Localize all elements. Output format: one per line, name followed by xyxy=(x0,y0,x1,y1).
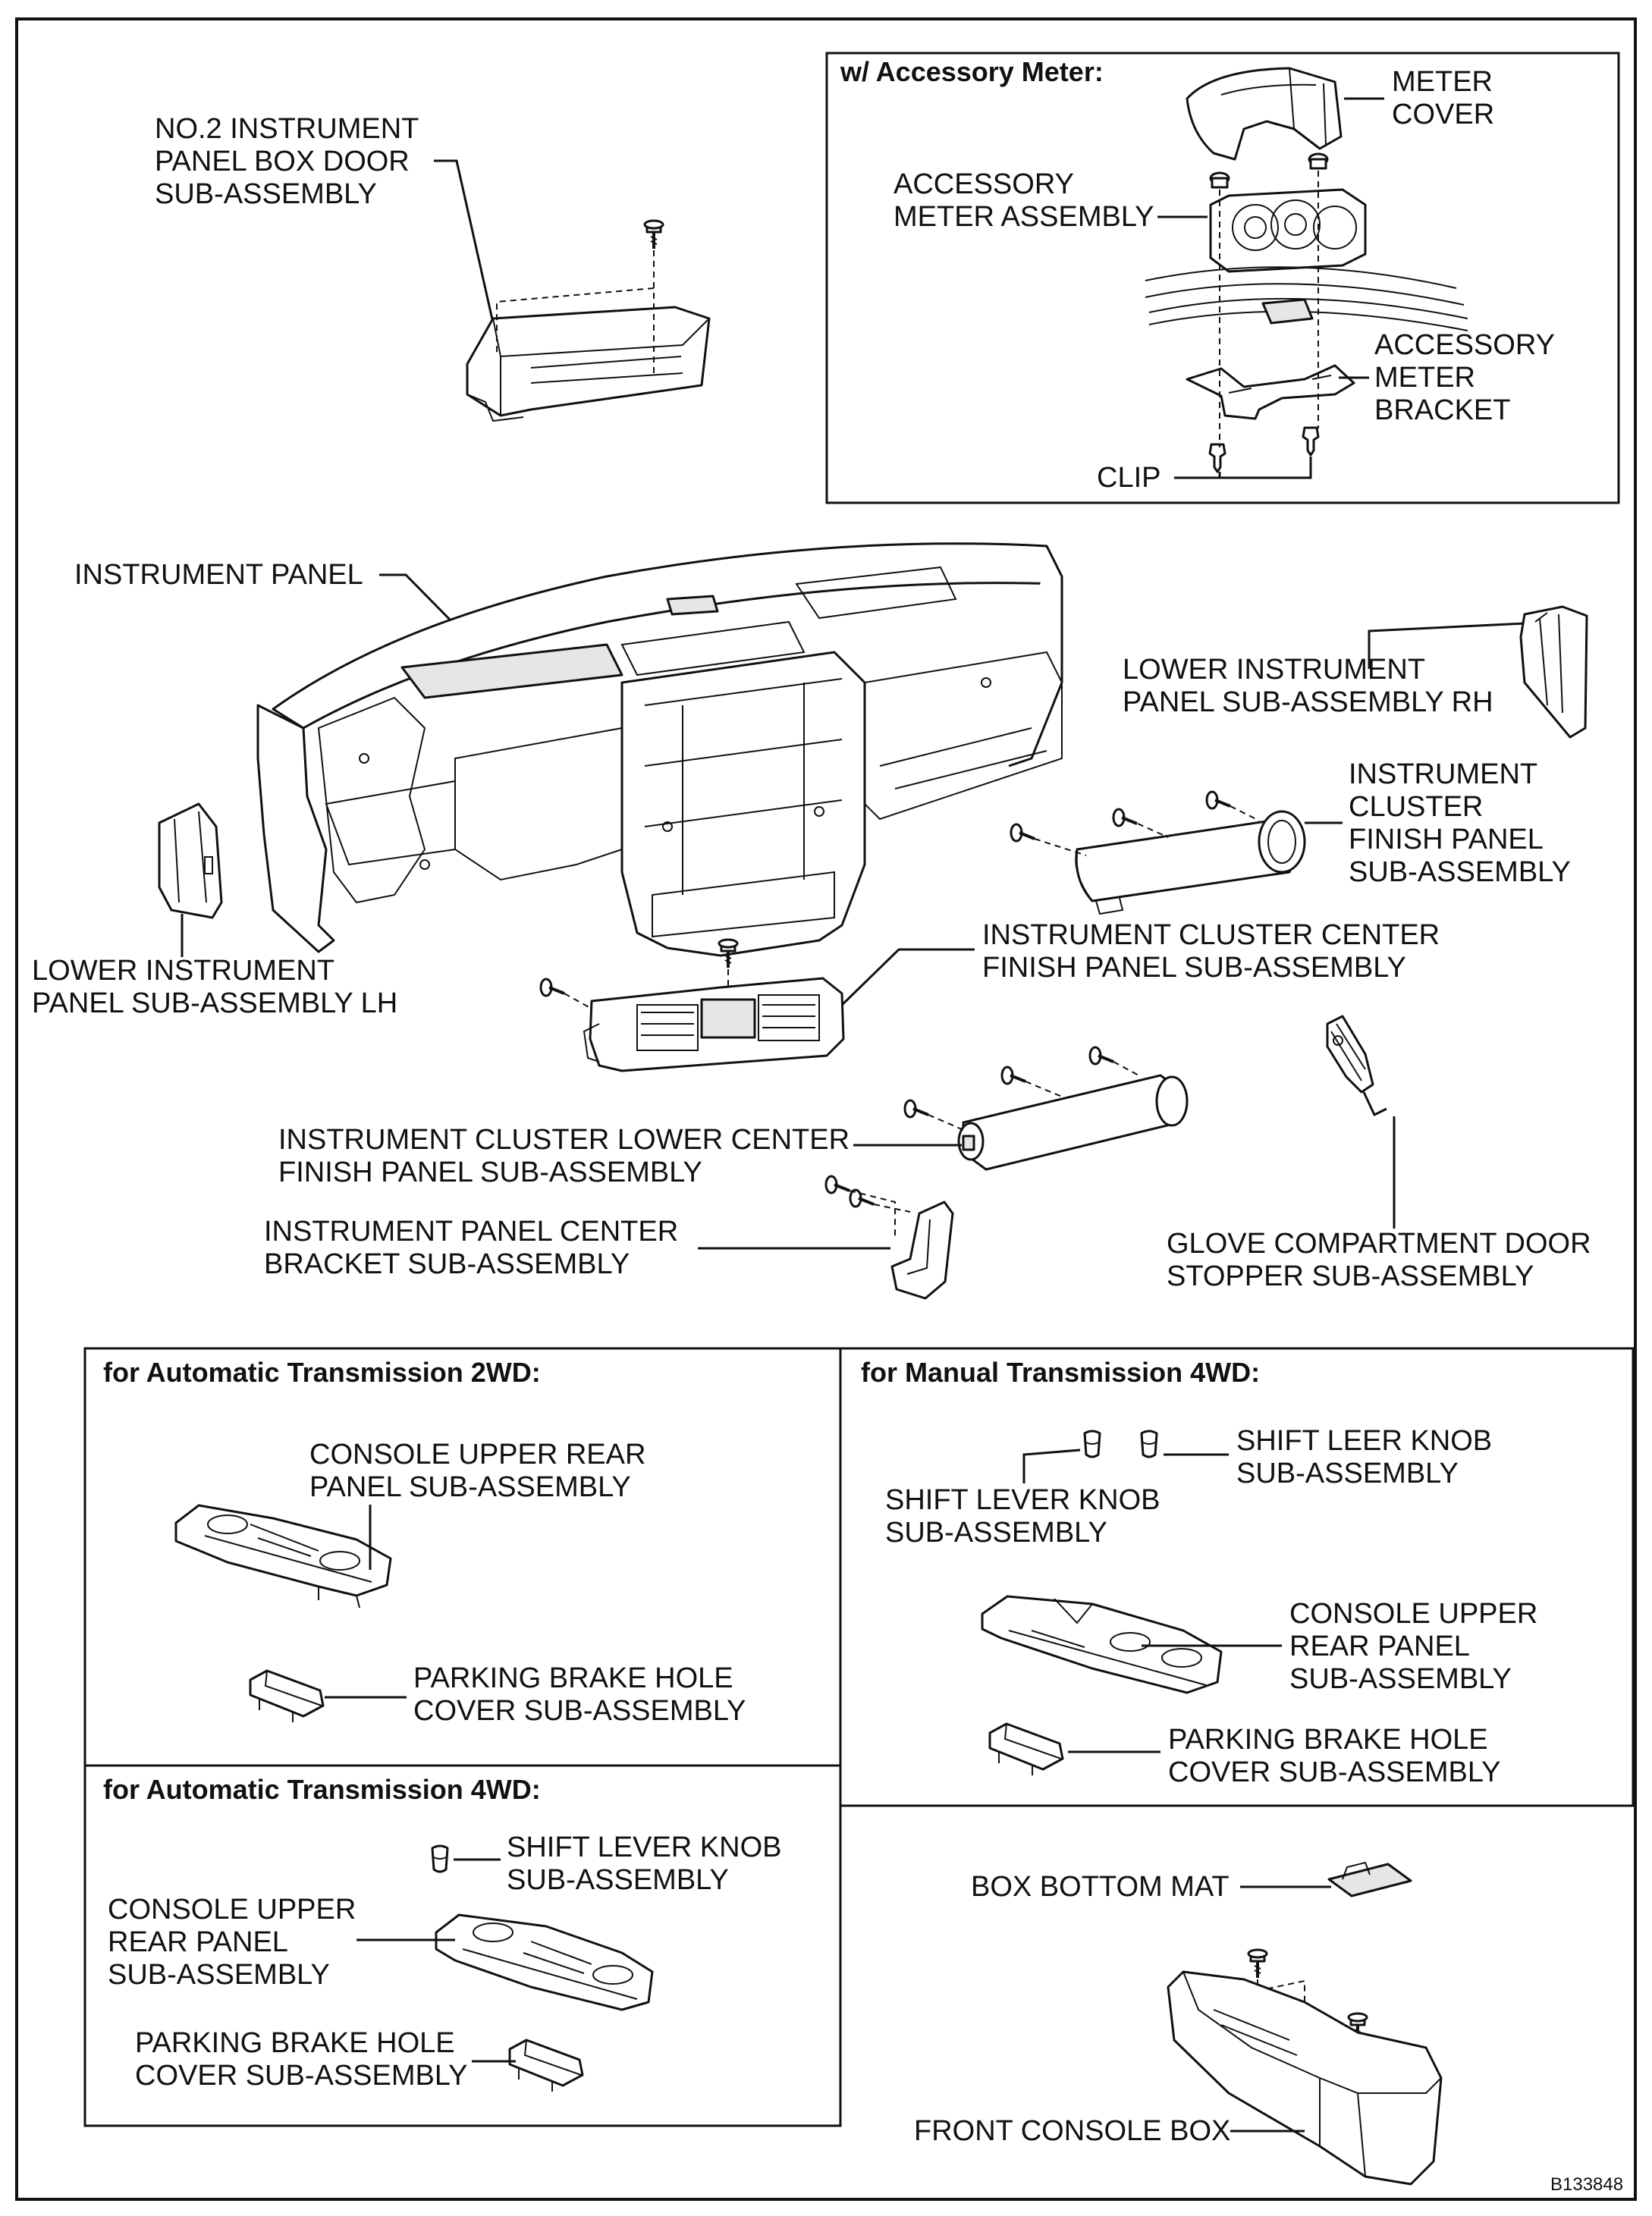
console-screw-top-drawing xyxy=(1247,1948,1268,1979)
lower-panel-rh-drawing xyxy=(1519,605,1588,739)
cluster-center-finish-group: INSTRUMENT CLUSTER CENTER FINISH PANEL S… xyxy=(539,919,1448,1072)
mt-shift-leer-knob-label: SHIFT LEER KNOB SUB-ASSEMBLY xyxy=(1236,1425,1500,1489)
mt-4wd-header: for Manual Transmission 4WD: xyxy=(861,1357,1260,1388)
instrument-panel-label: INSTRUMENT PANEL xyxy=(74,559,363,591)
box-door-drawing xyxy=(466,306,711,422)
accessory-meter-assembly-label: ACCESSORY METER ASSEMBLY xyxy=(894,168,1154,233)
outer-frame xyxy=(15,17,1637,2201)
mt-console-drawing xyxy=(981,1595,1223,1694)
box-door-screw-drawing xyxy=(643,219,664,250)
clip-left-drawing xyxy=(1208,443,1226,473)
at-4wd-console-label: CONSOLE UPPER REAR PANEL SUB-ASSEMBLY xyxy=(108,1894,364,1991)
box-bottom-mat-drawing xyxy=(1327,1861,1412,1897)
accessory-meter-bracket-label: ACCESSORY METER BRACKET xyxy=(1374,329,1562,426)
center-bracket-screw-1-drawing xyxy=(824,1175,851,1194)
glove-stopper-label: GLOVE COMPARTMENT DOOR STOPPER SUB-ASSEM… xyxy=(1167,1228,1599,1292)
center-bracket-drawing xyxy=(890,1201,954,1300)
cluster-finish-panel-drawing xyxy=(1075,810,1306,915)
at-2wd-pb-cover-drawing xyxy=(249,1669,325,1724)
center-bracket-label: INSTRUMENT PANEL CENTER BRACKET SUB-ASSE… xyxy=(264,1216,686,1280)
box-bottom-mat-label: BOX BOTTOM MAT xyxy=(971,1871,1230,1903)
clip-label: CLIP xyxy=(1097,462,1160,494)
at-4wd-console-drawing xyxy=(435,1913,654,2011)
accessory-meter-drawing xyxy=(1209,188,1367,273)
lower-panel-lh-label: LOWER INSTRUMENT PANEL SUB-ASSEMBLY LH xyxy=(32,955,397,1019)
at-4wd-shift-knob-label: SHIFT LEVER KNOB SUB-ASSEMBLY xyxy=(507,1831,790,1896)
accessory-meter-inset: w/ Accessory Meter: xyxy=(825,52,1620,504)
lower-center-screw-3-drawing xyxy=(1088,1046,1115,1066)
cluster-screw-2-drawing xyxy=(1112,808,1138,827)
at-2wd-console-label: CONSOLE UPPER REAR PANEL SUB-ASSEMBLY xyxy=(309,1439,654,1503)
center-finish-screw-left-drawing xyxy=(539,978,566,997)
mt-shift-lever-knob-drawing xyxy=(1083,1430,1101,1458)
lower-panel-rh-label: LOWER INSTRUMENT PANEL SUB-ASSEMBLY RH xyxy=(1123,654,1493,718)
instrument-panel-group: INSTRUMENT PANEL xyxy=(74,542,1063,957)
lower-center-finish-drawing xyxy=(957,1074,1189,1171)
at-4wd-frame xyxy=(83,1764,842,2127)
lower-center-screw-1-drawing xyxy=(903,1099,930,1119)
at-2wd-header: for Automatic Transmission 2WD: xyxy=(103,1357,541,1388)
lower-center-finish-label: INSTRUMENT CLUSTER LOWER CENTER FINISH P… xyxy=(278,1124,858,1188)
no2-box-door-group: NO.2 INSTRUMENT PANEL BOX DOOR SUB-ASSEM… xyxy=(155,113,711,422)
at-4wd-shift-knob-drawing xyxy=(431,1844,449,1873)
cluster-finish-panel-group: INSTRUMENT CLUSTER FINISH PANEL SUB-ASSE… xyxy=(1010,758,1571,915)
lower-center-finish-group: INSTRUMENT CLUSTER LOWER CENTER FINISH P… xyxy=(278,1046,1189,1188)
meter-cover-label: METER COVER xyxy=(1392,66,1501,130)
accessory-meter-header: w/ Accessory Meter: xyxy=(840,56,1104,87)
cluster-finish-panel-label: INSTRUMENT CLUSTER FINISH PANEL SUB-ASSE… xyxy=(1349,758,1571,888)
meter-cover-drawing xyxy=(1186,67,1343,161)
front-console-box-label: FRONT CONSOLE BOX xyxy=(914,2115,1230,2147)
at-2wd-box: for Automatic Transmission 2WD: CONSOLE … xyxy=(83,1347,842,1767)
diagram-code: B133848 xyxy=(1550,2174,1623,2195)
lower-center-screw-2-drawing xyxy=(1000,1066,1027,1085)
nut-right-drawing xyxy=(1308,152,1329,170)
mt-shift-lever-knob-label: SHIFT LEVER KNOB SUB-ASSEMBLY xyxy=(885,1484,1168,1549)
at-4wd-box: for Automatic Transmission 4WD: SHIFT LE… xyxy=(83,1764,842,2127)
cluster-center-finish-label: INSTRUMENT CLUSTER CENTER FINISH PANEL S… xyxy=(982,919,1448,984)
lower-panel-lh-drawing xyxy=(158,802,223,919)
mt-pb-cover-drawing xyxy=(988,1722,1064,1777)
glove-stopper-group: GLOVE COMPARTMENT DOOR STOPPER SUB-ASSEM… xyxy=(1167,1015,1599,1292)
mt-shift-leer-knob-drawing xyxy=(1140,1430,1158,1458)
at-4wd-header: for Automatic Transmission 4WD: xyxy=(103,1774,541,1805)
clip-right-drawing xyxy=(1302,426,1320,457)
mt-console-label: CONSOLE UPPER REAR PANEL SUB-ASSEMBLY xyxy=(1289,1598,1546,1695)
cluster-center-finish-drawing xyxy=(583,977,845,1072)
center-bracket-group: INSTRUMENT PANEL CENTER BRACKET SUB-ASSE… xyxy=(264,1175,954,1300)
instrument-panel-drawing xyxy=(256,542,1063,957)
console-box-group: BOX BOTTOM MAT FRONT CONSOLE BOX xyxy=(914,1861,1443,2186)
mt-4wd-frame xyxy=(839,1347,1635,1807)
cluster-screw-1-drawing xyxy=(1010,823,1036,843)
at-2wd-console-drawing xyxy=(174,1504,392,1609)
dash-rail-drawing xyxy=(1145,266,1468,331)
front-console-box-drawing xyxy=(1167,1970,1443,2186)
accessory-meter-box xyxy=(825,52,1620,504)
mt-pb-cover-label: PARKING BRAKE HOLE COVER SUB-ASSEMBLY xyxy=(1168,1724,1501,1788)
glove-stopper-drawing xyxy=(1326,1015,1387,1116)
nut-left-drawing xyxy=(1209,171,1230,189)
lower-panel-lh-group: LOWER INSTRUMENT PANEL SUB-ASSEMBLY LH xyxy=(32,802,397,1019)
at-4wd-pb-cover-drawing xyxy=(508,2039,584,2093)
no2-box-door-label: NO.2 INSTRUMENT PANEL BOX DOOR SUB-ASSEM… xyxy=(155,113,426,210)
mt-4wd-box: for Manual Transmission 4WD: SHIFT LEER … xyxy=(839,1347,1635,1807)
lower-panel-rh-group: LOWER INSTRUMENT PANEL SUB-ASSEMBLY RH xyxy=(1123,605,1588,739)
at-4wd-pb-cover-label: PARKING BRAKE HOLE COVER SUB-ASSEMBLY xyxy=(135,2027,468,2092)
accessory-meter-bracket-drawing xyxy=(1186,364,1355,420)
at-2wd-pb-cover-label: PARKING BRAKE HOLE COVER SUB-ASSEMBLY xyxy=(413,1662,746,1727)
cluster-screw-3-drawing xyxy=(1205,790,1232,810)
